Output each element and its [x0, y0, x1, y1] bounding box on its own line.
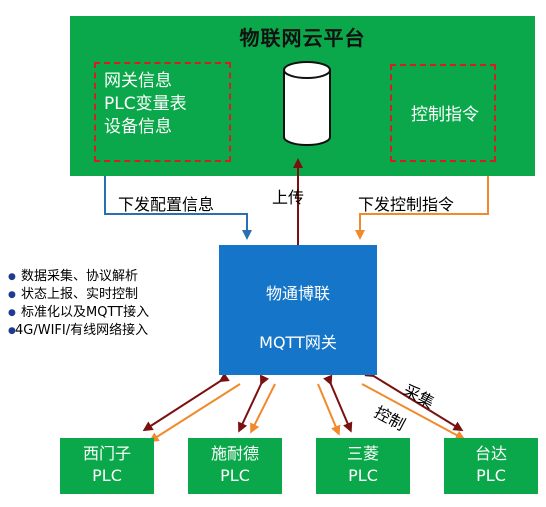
- feature-item: ●数据采集、协议解析: [8, 269, 139, 284]
- cloud-platform-box: 物联网云平台 网关信息 PLC变量表 设备信息 控制指令: [70, 16, 535, 176]
- control-arrow-siemens: [148, 383, 241, 443]
- mqtt-gateway-box: 物通博联 MQTT网关: [219, 245, 377, 375]
- bullet-icon: ●: [8, 308, 16, 318]
- plc-type: PLC: [92, 466, 122, 485]
- control-arrow-delta: [361, 383, 466, 440]
- cloud-platform-title: 物联网云平台: [239, 26, 366, 50]
- feature-item: ●标准化以及MQTT接入: [8, 305, 150, 320]
- plc-box-mitsubishi: 三菱 PLC: [316, 438, 410, 494]
- plc-type: PLC: [348, 466, 378, 485]
- config-down-arrow: [104, 176, 252, 240]
- plc-brand: 西门子: [82, 444, 131, 463]
- info-item-device: 设备信息: [104, 117, 172, 137]
- collect-arrow-schneider: [238, 374, 270, 433]
- upload-label-text: 上传: [272, 188, 305, 207]
- config-info-list: 网关信息 PLC变量表 设备信息: [104, 70, 187, 139]
- collect-arrow-siemens: [142, 372, 230, 432]
- control-down-arrow: [355, 176, 489, 240]
- database-cylinder-icon: [283, 61, 331, 146]
- collect-arrow-delta: [364, 367, 464, 432]
- feature-item: ●4G/WIFI/有线网络接入: [8, 323, 149, 338]
- info-item-plc-variables: PLC变量表: [104, 94, 187, 114]
- plc-brand: 台达: [474, 444, 507, 463]
- gateway-brand: 物通博联: [265, 284, 330, 303]
- control-command-label: 控制指令: [411, 105, 479, 125]
- gateway-model: MQTT网关: [259, 333, 337, 352]
- plc-brand: 三菱: [346, 444, 379, 463]
- plc-type: PLC: [476, 466, 506, 485]
- bullet-icon: ●: [8, 272, 16, 282]
- control-down-label: 下发控制指令: [358, 195, 455, 214]
- feature-item: ●状态上报、实时控制: [8, 287, 139, 302]
- plc-box-delta: 台达 PLC: [444, 438, 538, 494]
- collect-arrow-mitsubishi: [323, 374, 353, 433]
- upload-label: 上传: [272, 187, 305, 209]
- config-info-dashed-box: [94, 62, 231, 162]
- plc-box-siemens: 西门子 PLC: [60, 438, 154, 494]
- bullet-icon: ●: [8, 290, 16, 300]
- plc-brand: 施耐德: [210, 444, 259, 463]
- plc-box-schneider: 施耐德 PLC: [188, 438, 282, 494]
- control-arrow-mitsubishi: [317, 383, 341, 436]
- plc-type: PLC: [220, 466, 250, 485]
- info-item-gateway: 网关信息: [104, 71, 172, 91]
- feature-list: ●数据采集、协议解析 ●状态上报、实时控制 ●标准化以及MQTT接入 ●4G/W…: [8, 268, 149, 340]
- config-down-label: 下发配置信息: [118, 195, 215, 214]
- bullet-icon: ●: [8, 326, 16, 336]
- control-command-dashed-box: [390, 64, 496, 162]
- control-arrow-schneider: [250, 383, 276, 434]
